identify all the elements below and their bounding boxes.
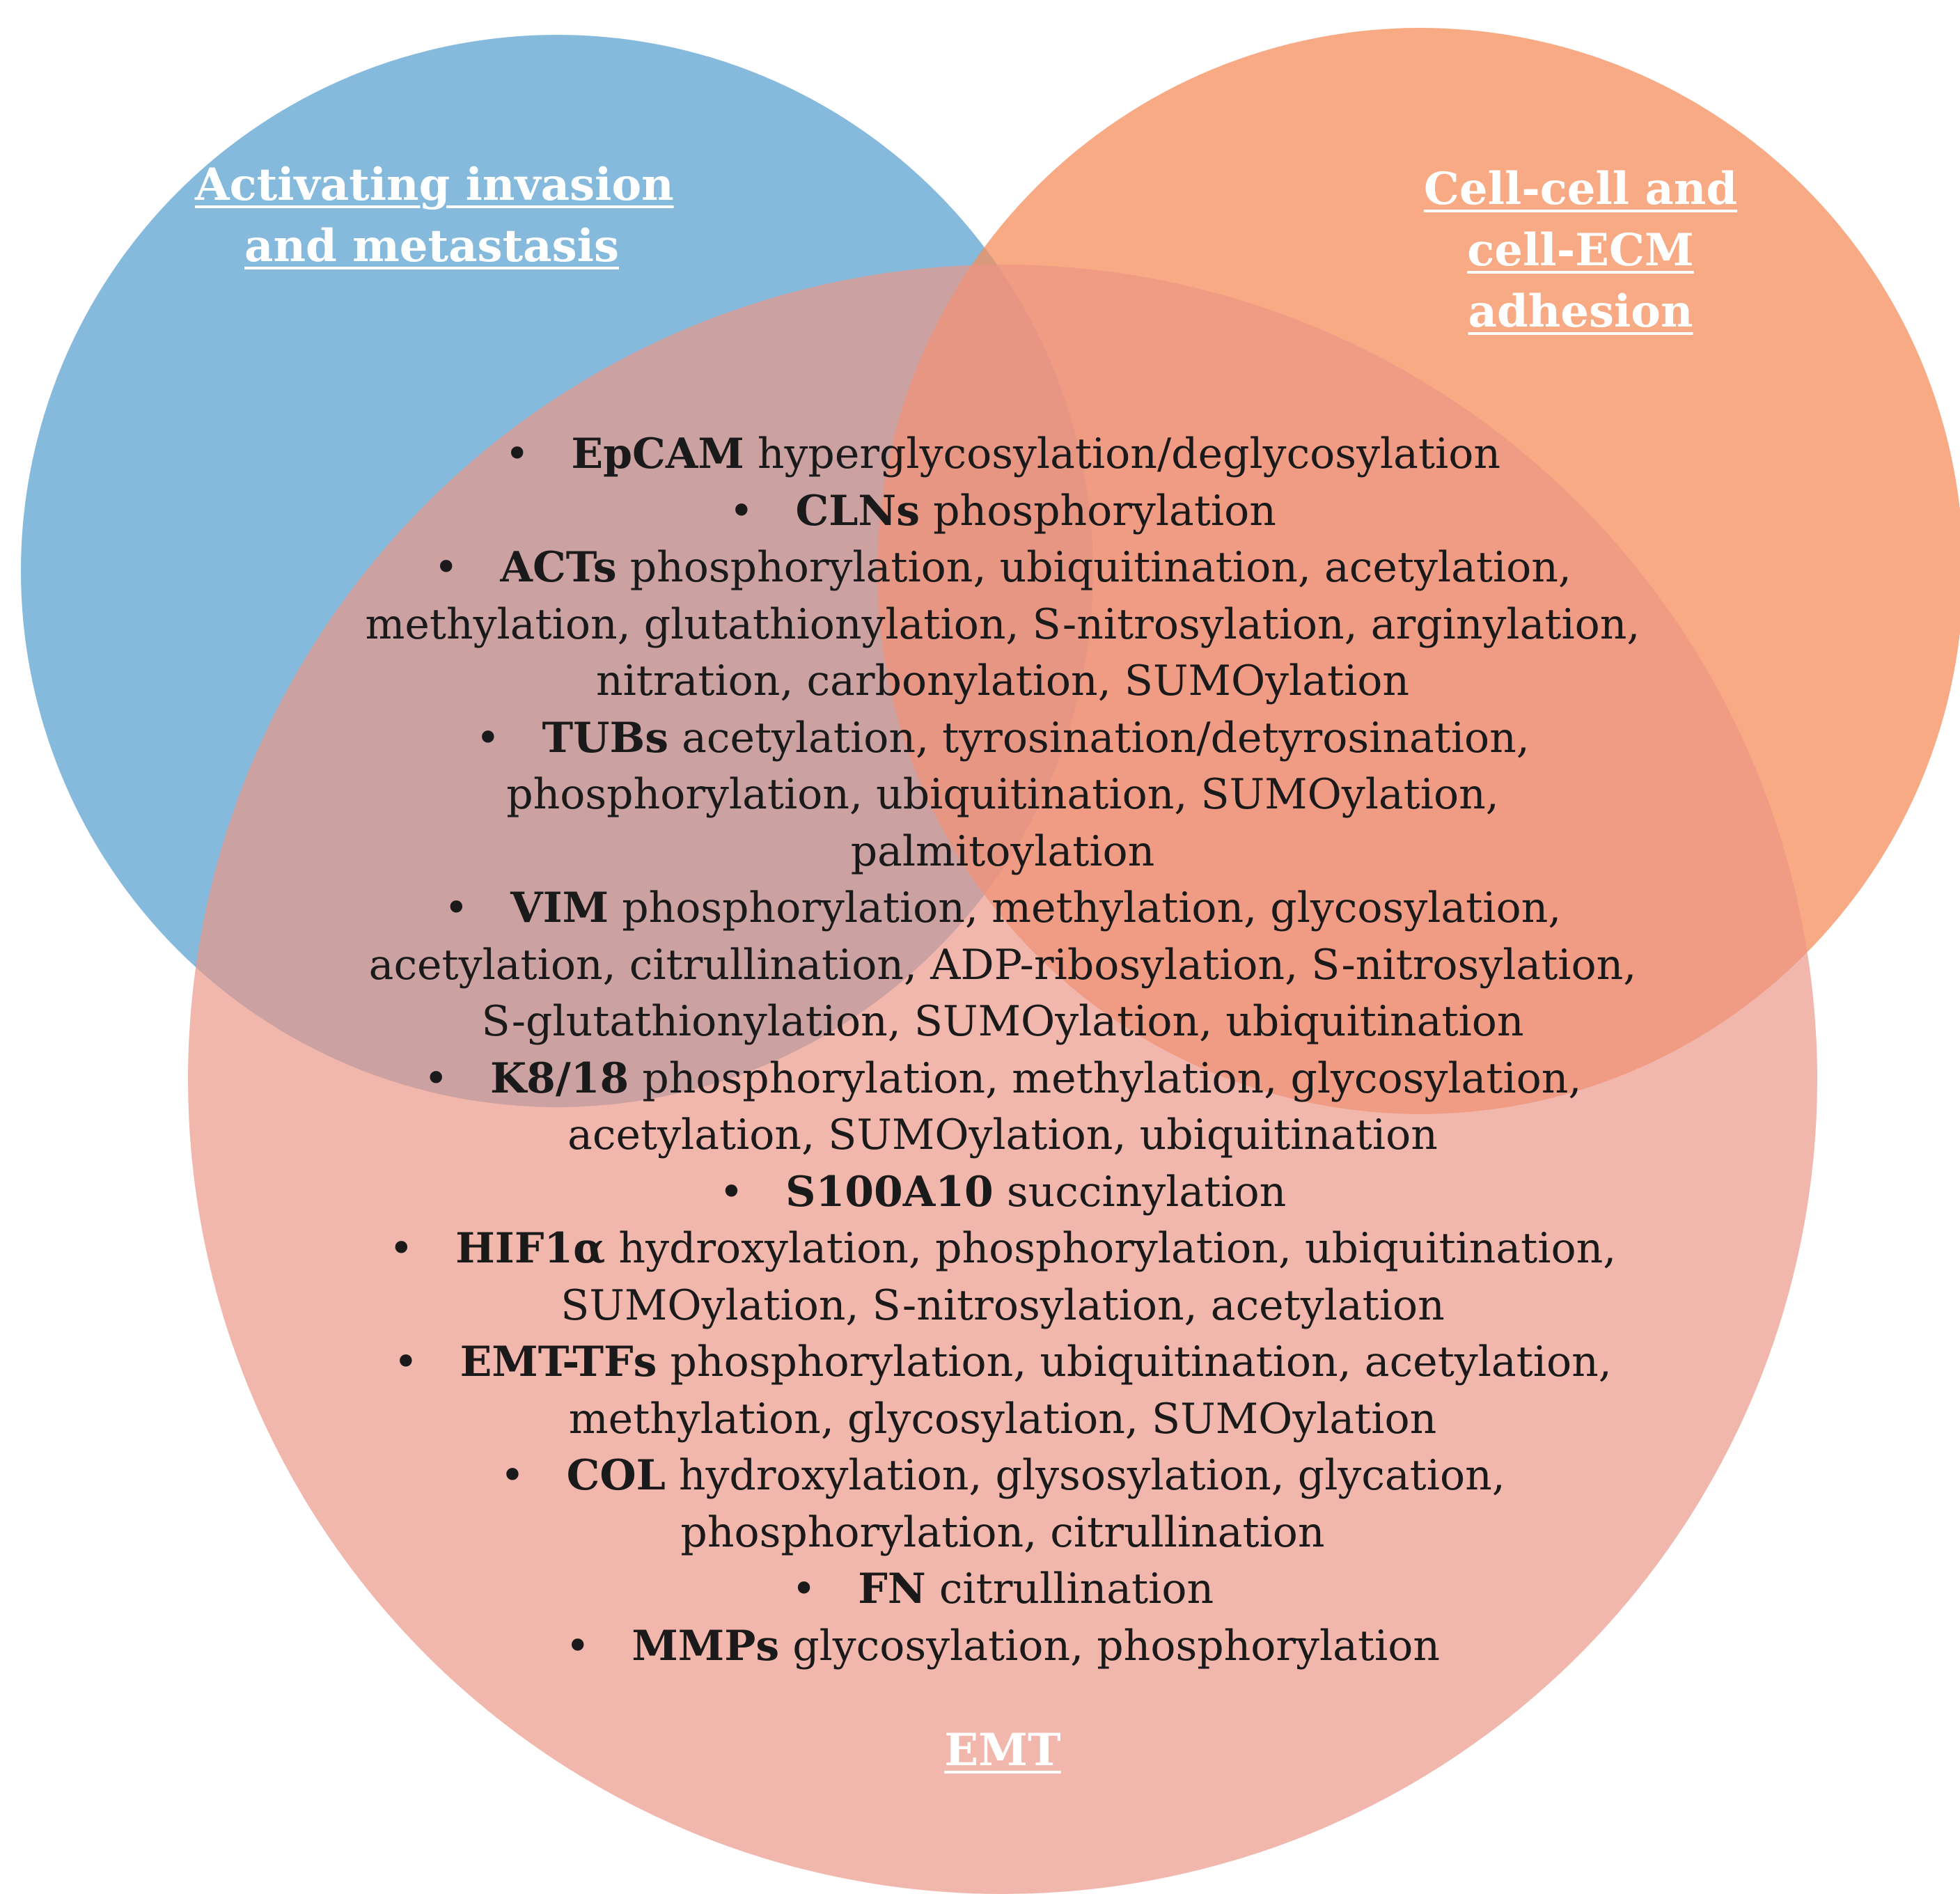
- modification-text: hyperglycosylation/deglycosylation: [757, 430, 1501, 478]
- list-item-line: • ACTs phosphorylation, ubiquitination, a…: [251, 540, 1755, 597]
- protein-name: COL: [566, 1451, 666, 1500]
- cell-adhesion-label: Cell-cell and cell-ECM adhesion: [1358, 159, 1803, 343]
- bullet-icon: •: [719, 1167, 744, 1216]
- protein-name: HIF1α: [455, 1224, 606, 1273]
- bullet-icon: •: [476, 713, 501, 762]
- bullet-icon: •: [393, 1338, 418, 1386]
- emt-label: EMT: [944, 1724, 1061, 1776]
- list-item-s100a10: • S100A10 succinylation: [251, 1164, 1755, 1221]
- modification-text: palmitoylation: [850, 827, 1155, 876]
- list-item-vim: • VIM phosphorylation, methylation, glyco…: [251, 880, 1755, 1051]
- list-item-emt-tfs: • EMT-TFs phosphorylation, ubiquitination…: [251, 1334, 1755, 1448]
- modification-text: hydroxylation, glysosylation, glycation,: [678, 1451, 1505, 1500]
- protein-name: K8/18: [489, 1054, 629, 1103]
- list-item-line: • S100A10 succinylation: [251, 1164, 1755, 1221]
- list-item-fn: • FN citrullination: [251, 1561, 1755, 1618]
- protein-name: EpCAM: [571, 430, 744, 478]
- list-item-line: • K8/18 phosphorylation, methylation, gly…: [251, 1051, 1755, 1108]
- modification-text: acetylation, tyrosination/detyrosination…: [682, 713, 1530, 762]
- bullet-icon: •: [729, 486, 754, 535]
- list-item-epcam: • EpCAM hyperglycosylation/deglycosylatio…: [251, 426, 1755, 483]
- protein-name: MMPs: [632, 1621, 780, 1670]
- modification-text: phosphorylation, ubiquitination, acetyla…: [629, 543, 1571, 592]
- activating-invasion-label-line-2: and metastasis: [244, 220, 619, 272]
- modification-text: phosphorylation, ubiquitination, acetyla…: [670, 1338, 1612, 1386]
- modification-text: methylation, glycosylation, SUMOylation: [568, 1394, 1437, 1443]
- cell-adhesion-label-line-3: adhesion: [1468, 285, 1693, 338]
- bullet-icon: •: [791, 1565, 817, 1613]
- modification-text: phosphorylation: [933, 486, 1276, 535]
- modification-text: succinylation: [1006, 1167, 1287, 1216]
- modification-text: acetylation, SUMOylation, ubiquitination: [567, 1111, 1438, 1159]
- modification-text: phosphorylation, ubiquitination, SUMOyla…: [506, 770, 1499, 819]
- list-item-clns: • CLNs phosphorylation: [251, 483, 1755, 540]
- list-item-line: • TUBs acetylation, tyrosination/detyrosi…: [251, 710, 1755, 767]
- bullet-icon: •: [444, 884, 469, 932]
- protein-name: S100A10: [785, 1167, 994, 1216]
- emt-circle: [188, 265, 1817, 1894]
- activating-invasion-label-line-1: Activating invasion: [195, 159, 674, 211]
- list-item-k8-18: • K8/18 phosphorylation, methylation, gly…: [251, 1051, 1755, 1164]
- protein-name: EMT-TFs: [460, 1338, 657, 1386]
- modification-text: phosphorylation, citrullination: [680, 1508, 1325, 1557]
- cell-adhesion-label-line-1: Cell-cell and: [1423, 163, 1738, 215]
- list-item-acts: • ACTs phosphorylation, ubiquitination, a…: [251, 540, 1755, 710]
- modification-text: nitration, carbonylation, SUMOylation: [595, 657, 1410, 705]
- modification-text: citrullination: [939, 1565, 1214, 1613]
- list-item-line: • HIF1α hydroxylation, phosphorylation, u…: [251, 1221, 1755, 1278]
- list-item-line: • FN citrullination: [251, 1561, 1755, 1618]
- bullet-icon: •: [423, 1054, 448, 1103]
- modification-text: hydroxylation, phosphorylation, ubiquiti…: [618, 1224, 1617, 1273]
- modification-text: phosphorylation, methylation, glycosylat…: [642, 1054, 1582, 1103]
- list-item-mmps: • MMPs glycosylation, phosphorylation: [251, 1618, 1755, 1675]
- bullet-icon: •: [434, 543, 459, 592]
- bullet-icon: •: [504, 430, 530, 478]
- list-item-hif1a: • HIF1α hydroxylation, phosphorylation, u…: [251, 1221, 1755, 1334]
- list-item-line: • CLNs phosphorylation: [251, 483, 1755, 540]
- modification-text: glycosylation, phosphorylation: [792, 1621, 1441, 1670]
- list-item-line: • VIM phosphorylation, methylation, glyco…: [251, 880, 1755, 937]
- list-item-line: • EpCAM hyperglycosylation/deglycosylatio…: [251, 426, 1755, 483]
- protein-name: CLNs: [795, 486, 920, 535]
- list-item-tubs: • TUBs acetylation, tyrosination/detyrosi…: [251, 710, 1755, 881]
- modification-text: methylation, glutathionylation, S-nitros…: [365, 600, 1640, 649]
- bullet-icon: •: [389, 1224, 414, 1273]
- list-item-line: • EMT-TFs phosphorylation, ubiquitination…: [251, 1334, 1755, 1391]
- bullet-icon: •: [500, 1451, 525, 1500]
- ptm-list: • EpCAM hyperglycosylation/deglycosylatio…: [251, 426, 1755, 1675]
- modification-text: phosphorylation, methylation, glycosylat…: [622, 884, 1562, 932]
- list-item-line: • COL hydroxylation, glysosylation, glyca…: [251, 1448, 1755, 1505]
- activating-invasion-label: Activating invasion and metastasis: [195, 155, 674, 277]
- protein-name: VIM: [510, 884, 609, 932]
- list-item-line: • MMPs glycosylation, phosphorylation: [251, 1618, 1755, 1675]
- list-item-col: • COL hydroxylation, glysosylation, glyca…: [251, 1448, 1755, 1561]
- modification-text: acetylation, citrullination, ADP-ribosyl…: [368, 940, 1637, 989]
- modification-text: SUMOylation, S-nitrosylation, acetylatio…: [560, 1281, 1445, 1330]
- modification-text: S-glutathionylation, SUMOylation, ubiqui…: [481, 997, 1524, 1046]
- cell-adhesion-label-line-2: cell-ECM: [1467, 224, 1694, 276]
- bullet-icon: •: [565, 1621, 590, 1670]
- protein-name: TUBs: [542, 713, 668, 762]
- protein-name: ACTs: [500, 543, 617, 592]
- protein-name: FN: [858, 1565, 926, 1613]
